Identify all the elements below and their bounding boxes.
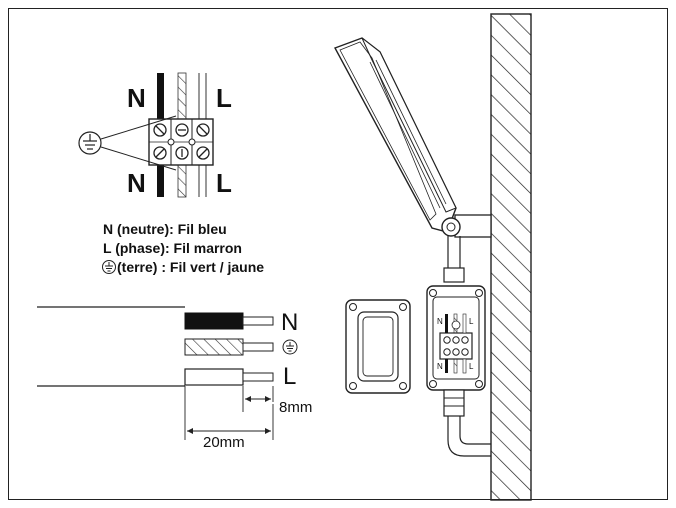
earth-small-icon	[102, 260, 116, 274]
cable-label-n: N	[281, 309, 298, 336]
box-label-n-top: N	[437, 317, 443, 326]
legend-earth: (terre) : Fil vert / jaune	[117, 259, 264, 275]
box-label-n-bottom: N	[437, 362, 443, 371]
cable-earth-icon	[282, 339, 298, 355]
wall	[490, 13, 532, 501]
box-earth-icon	[451, 320, 461, 330]
label-n-bottom: N	[127, 168, 146, 198]
legend-neutral: N (neutre): Fil bleu	[103, 221, 227, 237]
cable-earth-insulation	[184, 338, 244, 356]
label-n-top: N	[127, 83, 146, 113]
label-l-top: L	[216, 83, 232, 113]
cable-neutral-insulation	[184, 312, 244, 330]
cable-gland	[443, 389, 465, 417]
supply-cable	[447, 416, 491, 457]
legend-phase: L (phase): Fil marron	[103, 240, 242, 256]
outer-border	[8, 8, 668, 500]
box-label-l-bottom: L	[469, 362, 474, 371]
cable-label-l: L	[283, 363, 296, 390]
cable-stripping-diagram: N L 8mm 20mm	[37, 306, 312, 451]
cable-live-insulation	[184, 368, 244, 386]
dimension-8mm: 8mm	[279, 399, 312, 416]
terminal-block-detail: N L N L	[78, 72, 232, 198]
label-l-bottom: L	[216, 168, 232, 198]
box-label-l-top: L	[469, 317, 474, 326]
junction-box-lid	[345, 299, 411, 394]
dimension-20mm: 20mm	[203, 434, 245, 451]
wire-legend: N (neutre): Fil bleu L (phase): Fil marr…	[102, 221, 264, 275]
earth-ground-icon	[78, 131, 102, 155]
junction-box-open: N L N L	[426, 285, 491, 457]
floodlight	[334, 37, 492, 283]
